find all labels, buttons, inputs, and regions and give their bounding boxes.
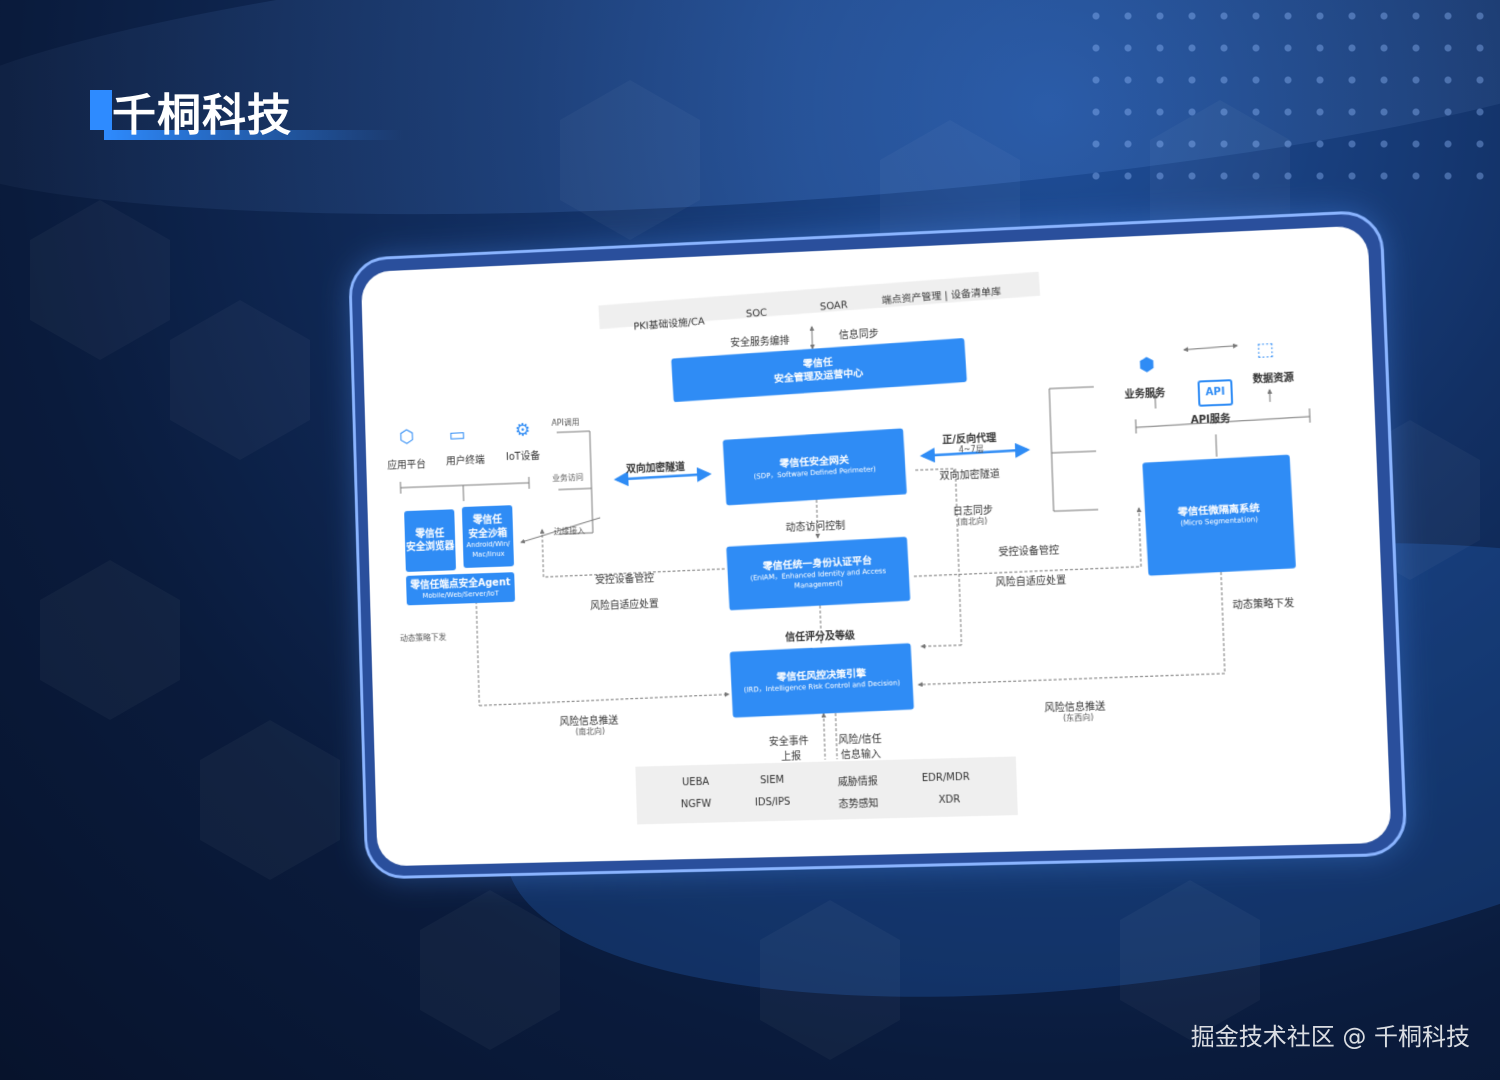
browser-line1: 零信任 <box>415 527 444 541</box>
hex-decoration <box>40 560 180 720</box>
brand-name: 千桐科技 <box>112 88 292 144</box>
label-proxy-layer: 4~7层 <box>959 443 984 455</box>
source-app-platform: 应用平台 <box>387 455 426 471</box>
label-risk-push-left-dir: (南北向) <box>575 726 605 738</box>
bottom-xdr: XDR <box>938 794 960 806</box>
label-risk-adaptive-left: 风险自适应处置 <box>590 595 659 612</box>
bottom-siem: SIEM <box>760 775 784 787</box>
diagram-screen: PKI基础设施/CA SOC SOAR 端点资产管理 | 设备清单库 安全服务编… <box>361 225 1392 866</box>
iot-icon: ⚙ <box>510 420 536 443</box>
label-api-service: API服务 <box>1190 410 1230 427</box>
api-badge-text: API <box>1205 386 1225 400</box>
risk-engine-box: 零信任风控决策引擎 (IRD，Intelligence Risk Control… <box>730 643 914 718</box>
top-item-soc: SOC <box>746 308 768 320</box>
label-tunnel-right: 双向加密隧道 <box>939 465 1000 482</box>
hex-decoration <box>200 720 340 880</box>
label-dynamic-policy-right: 动态策略下发 <box>1232 594 1294 611</box>
ops-center-line2: 安全管理及运营中心 <box>774 367 864 387</box>
brand-logo: 千桐科技 <box>90 88 410 154</box>
label-controlled-device-right: 受控设备管控 <box>998 541 1059 558</box>
source-user-terminal: 用户终端 <box>446 451 485 467</box>
bottom-ngfw: NGFW <box>681 799 712 811</box>
label-data-resource: 数据资源 <box>1252 369 1294 386</box>
secure-browser-box: 零信任 安全浏览器 <box>404 509 456 572</box>
label-risk-push-right-dir: (东西向) <box>1063 712 1094 724</box>
tablet-device: PKI基础设施/CA SOC SOAR 端点资产管理 | 设备清单库 安全服务编… <box>348 209 1408 879</box>
bottom-edr-mdr: EDR/MDR <box>922 772 970 784</box>
data-resource-icon: ⬚ <box>1251 339 1279 362</box>
zero-trust-gateway-box: 零信任安全网关 (SDP，Software Defined Perimeter) <box>723 428 907 505</box>
access-api-call: API调用 <box>551 417 579 429</box>
label-security-event-2: 上报 <box>781 747 801 763</box>
source-iot-device: IoT设备 <box>506 447 541 463</box>
business-service-icon: ⬢ <box>1133 354 1160 377</box>
agent-sub: Mobile/Web/Server/IoT <box>422 590 499 602</box>
label-security-event: 安全事件 <box>769 732 809 748</box>
label-business-service: 业务服务 <box>1124 384 1165 401</box>
bottom-ueba: UEBA <box>682 777 709 789</box>
label-trust-score: 信任评分及等级 <box>785 626 855 643</box>
cube-icon: ⬡ <box>394 426 420 449</box>
access-edge: 边缘接入 <box>554 525 586 537</box>
secure-sandbox-box: 零信任 安全沙箱 Android/Win/ Mac/linux <box>462 505 514 568</box>
sandbox-line1: 零信任 <box>473 513 502 527</box>
label-bidirectional-tunnel: 双向加密隧道 <box>626 458 685 475</box>
label-risk-adaptive-right: 风险自适应处置 <box>995 571 1066 588</box>
dot-pattern <box>1080 0 1500 200</box>
logo-bar <box>90 90 112 130</box>
browser-line2: 安全浏览器 <box>406 540 455 555</box>
top-item-soar: SOAR <box>820 300 848 313</box>
access-business: 业务访问 <box>552 472 583 484</box>
api-icon: API <box>1197 379 1233 407</box>
endpoint-agent-box: 零信任端点安全Agent Mobile/Web/Server/IoT <box>406 572 515 605</box>
label-info-sync: 信息同步 <box>839 325 879 342</box>
iam-sub: (EnIAM，Enhanced Identity and Access Mana… <box>728 566 910 595</box>
label-dynamic-access: 动态访问控制 <box>785 517 845 534</box>
micro-segmentation-box: 零信任微隔离系统 (Micro Segmentation) <box>1142 455 1296 576</box>
bottom-system-bar <box>635 756 1018 824</box>
bottom-ids-ips: IDS/IPS <box>755 797 791 809</box>
hex-decoration <box>170 300 310 460</box>
label-risk-trust: 风险/信任 <box>838 730 882 746</box>
label-controlled-device-left: 受控设备管控 <box>595 569 654 586</box>
label-risk-trust-2: 信息输入 <box>841 745 881 761</box>
devices-icon: ▭ <box>444 424 470 447</box>
bottom-situation-awareness: 态势感知 <box>838 794 878 810</box>
bottom-threat-intel: 威胁情报 <box>838 772 878 788</box>
iam-platform-box: 零信任统一身份认证平台 (EnIAM，Enhanced Identity and… <box>726 537 910 611</box>
sandbox-line4: Mac/linux <box>472 549 505 559</box>
label-security-orchestration: 安全服务编排 <box>730 332 790 349</box>
label-dynamic-policy-left: 动态策略下发 <box>400 632 447 644</box>
watermark-text: 掘金技术社区 @ 千桐科技 <box>1191 1017 1470 1052</box>
label-log-sync-dir: (南北向) <box>957 516 988 528</box>
hex-decoration <box>30 200 170 360</box>
